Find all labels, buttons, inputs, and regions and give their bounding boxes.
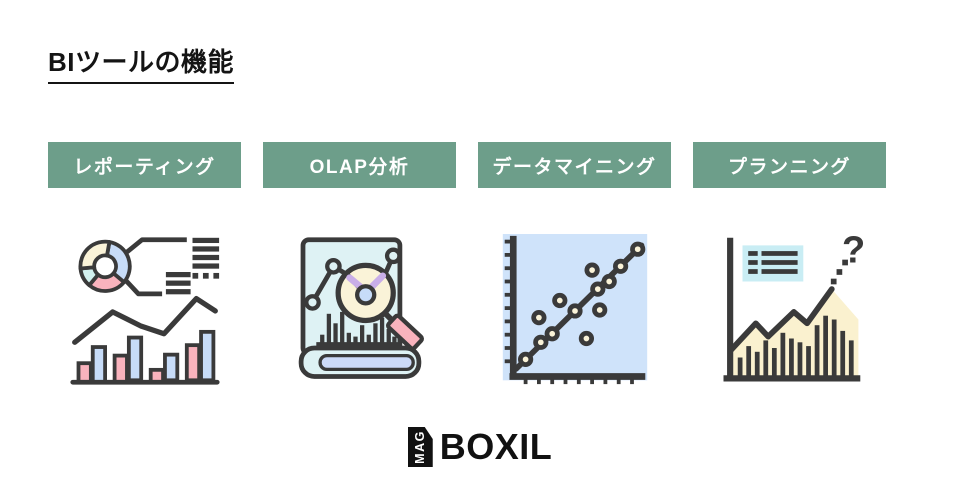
feature-column-planning: プランニング: [693, 142, 886, 390]
question-mark: ?: [842, 232, 865, 272]
boxil-logo: MAG BOXIL: [0, 424, 960, 470]
reporting-chart-icon: [48, 230, 241, 390]
mag-tag-label: MAG: [413, 430, 428, 464]
planning-forecast-svg: ?: [723, 232, 865, 382]
feature-columns: レポーティング: [48, 142, 886, 390]
mag-tag-icon: MAG: [407, 427, 433, 467]
olap-analysis-icon: [263, 230, 456, 390]
page-title: BIツールの機能: [48, 42, 235, 84]
feature-column-olap: OLAP分析: [263, 142, 456, 390]
reporting-badge: レポーティング: [48, 142, 241, 188]
olap-badge: OLAP分析: [263, 142, 456, 188]
planning-badge: プランニング: [693, 142, 886, 188]
data-mining-badge: データマイニング: [478, 142, 671, 188]
feature-column-reporting: レポーティング: [48, 142, 241, 390]
feature-column-data-mining: データマイニング: [478, 142, 671, 390]
planning-forecast-icon: ?: [693, 230, 886, 390]
data-mining-scatter-svg: [502, 234, 647, 385]
boxil-wordmark: BOXIL: [439, 426, 553, 467]
reporting-chart-svg: [69, 237, 220, 385]
olap-analysis-svg: [298, 237, 424, 379]
data-mining-scatter-icon: [478, 230, 671, 390]
